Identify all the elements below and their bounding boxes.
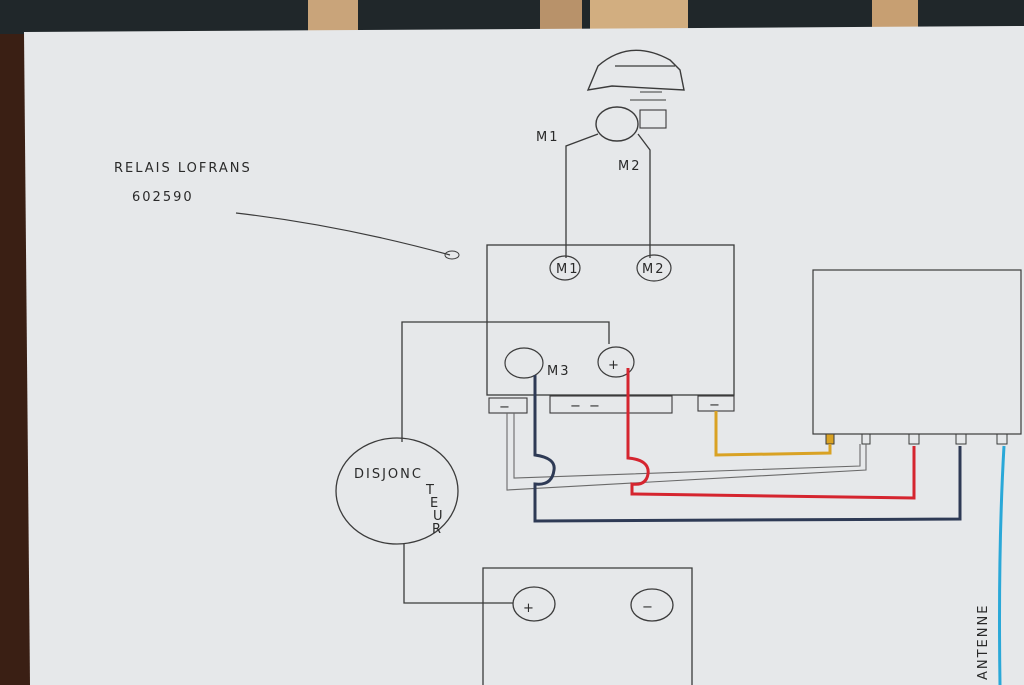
wire-cyan-antenna [998,445,1006,685]
motor-circle [595,106,639,142]
terminal-m1 [549,255,581,281]
wire-navy [533,375,962,523]
arrow-head [444,250,460,260]
wire-negative-gray-b [513,413,861,479]
antenna-label: ANTENNE [976,604,991,680]
relay-box [486,244,735,396]
relay-minus-2: − − [570,399,602,414]
relay-code-label: 602590 [132,190,194,205]
motor-m1-label: M1 [536,130,560,145]
breaker-label-r: R [432,522,443,537]
windlass-motor-sketch [586,49,685,142]
terminal-m2-label: M2 [642,262,666,277]
terminal-plus [597,346,635,378]
wire-m1 [565,133,599,258]
breaker-circle [335,437,459,545]
battery-box [482,567,693,685]
control-box-pin-3 [908,433,920,445]
breaker-label-u: U [433,509,445,524]
relay-pointer-arrow [235,212,451,256]
terminal-m2 [636,254,672,282]
wire-m2 [637,133,651,258]
terminal-m3-label: M3 [547,364,571,379]
control-box-pin-5 [996,433,1008,445]
motor-m2-label: M2 [618,159,642,174]
relay-negative-terminal-1 [488,397,528,414]
control-box-pin-1 [825,433,835,445]
wire-plus-to-breaker [401,321,610,442]
battery-minus-label: − [642,600,655,615]
battery-minus-terminal [630,588,674,622]
relay-name-label: RELAIS LOFRANS [114,161,252,176]
wire-yellow [714,411,832,457]
terminal-m3 [504,347,544,379]
paper-sheet [24,26,1024,685]
breaker-label-t: T [425,483,436,498]
terminal-plus-label: + [608,358,621,373]
wooden-slat [308,0,358,34]
wire-negative-gray-a [506,413,867,491]
battery-plus-terminal [512,586,556,622]
terminal-m1-label: M1 [556,262,580,277]
wire-red [626,368,916,500]
control-box-pin-4 [955,433,967,445]
wire-breaker-to-battery [403,544,513,604]
relay-negative-terminal-2 [549,395,673,414]
wooden-slat [540,0,582,34]
relay-minus-1: − [499,400,512,415]
relay-minus-3: − [709,398,722,413]
battery-plus-label: + [523,601,536,616]
breaker-label-main: DISJONC [354,467,423,482]
breaker-label-e: E [430,496,440,511]
